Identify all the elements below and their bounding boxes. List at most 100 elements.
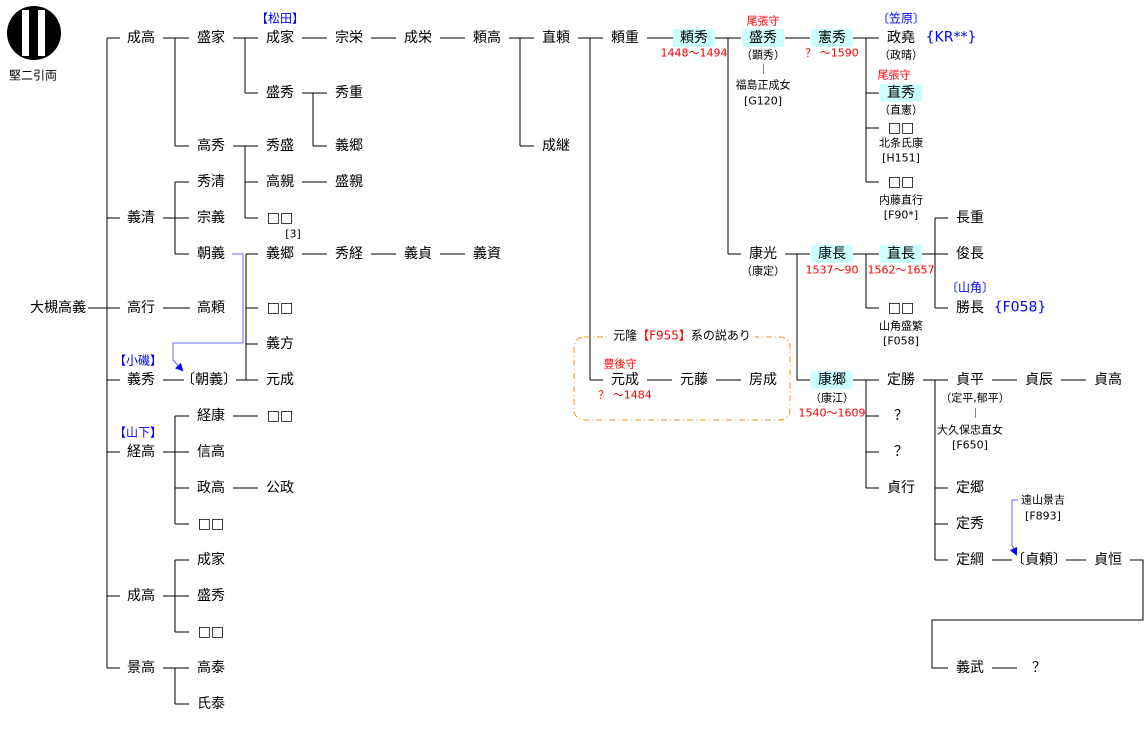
annotation-note: 尾張守 [877,68,911,82]
person-name: 義郷 [335,138,363,154]
person-name: 房成 [749,372,777,388]
annotation-note: 大久保忠直女 [937,423,1003,437]
person-name: 頼重 [611,30,639,46]
person-name: 康郷 [811,371,853,389]
person-name: 公政 [266,480,294,496]
annotation-note: 〔山角〕 [945,280,995,295]
person-name: □□ [887,300,915,316]
person-name: 定郷 [956,480,984,496]
person-name: 元成 [611,372,639,388]
person-name: 憲秀 [811,29,853,47]
annotation-note: [F058] [883,334,919,348]
person-name: 元藤 [680,372,708,388]
spouse-connector [763,64,764,74]
person-name: 義郷 [266,246,294,262]
annotation-note: 1540〜1609 [798,406,866,420]
person-name: 景高 [127,660,155,676]
alt-lineage-prefix: 元隆 [613,328,638,343]
person-name: 直秀 [880,84,922,102]
person-name: ？ [1032,660,1046,676]
person-name: 大槻高義 [30,300,86,316]
person-name: 信高 [197,444,225,460]
alt-lineage-suffix: 系の説あり [690,328,751,343]
person-name: 康光 [749,246,777,262]
person-name: 成高 [127,30,155,46]
person-name: 義清 [127,210,155,226]
person-name: 高行 [127,300,155,316]
annotation-note: 1537〜90 [805,263,859,277]
annotation-note: （定平,郁平） [940,391,1010,405]
person-name: 貞平 [956,372,984,388]
annotation-note: （康江） [810,391,854,405]
alt-lineage-note: 元隆【F955】系の説あり [609,328,755,343]
person-name: 成継 [542,138,570,154]
annotation-note: ？ 〜1484 [598,388,652,402]
annotation-note: [F893] [1025,509,1061,523]
annotation-note: 〔笠原〕 [876,11,926,26]
annotation-note: {KR**} [925,29,977,46]
person-name: 〔朝義〕 [181,372,237,388]
person-name: □□ [887,174,915,190]
person-name: □□ [266,408,294,424]
annotation-note: 豊後守 [603,357,637,371]
spouse-connector [975,408,976,418]
person-name: 成栄 [404,30,432,46]
person-name: 元成 [266,372,294,388]
annotation-note: 内藤直行 [879,193,923,207]
person-name: 成家 [266,30,294,46]
person-name: 盛親 [335,174,363,190]
person-name: 政高 [197,480,225,496]
person-name: 直長 [880,245,922,263]
person-name: 秀重 [335,85,363,101]
annotation-note: 1448〜1494 [660,46,728,60]
annotation-note: 【山下】 [113,425,163,440]
crest-icon [7,6,61,60]
person-name: 〔貞頼〕 [1011,552,1067,568]
person-name: 秀清 [197,174,225,190]
person-name: 勝長 [956,300,984,316]
annotation-note: [3] [285,227,301,241]
person-name: 盛秀 [197,588,225,604]
person-name: 貞高 [1094,372,1122,388]
person-name: 宗義 [197,210,225,226]
person-name: 盛家 [197,30,225,46]
person-name: 成家 [197,552,225,568]
person-name: □□ [197,516,225,532]
person-name: 直頼 [542,30,570,46]
annotation-note: {F058} [993,299,1047,316]
person-name: 経高 [127,444,155,460]
person-name: 義武 [956,660,984,676]
annotation-note: 遠山景吉 [1021,493,1065,507]
person-name: 秀経 [335,246,363,262]
annotation-note: [H151] [882,151,920,165]
person-name: 義方 [266,336,294,352]
person-name: 長重 [956,210,984,226]
person-name: 高秀 [197,138,225,154]
annotation-note: ？ 〜1590 [805,46,859,60]
person-name: ？ [894,444,908,460]
person-name: 定秀 [956,516,984,532]
person-name: □□ [887,120,915,136]
person-name: 頼秀 [673,29,715,47]
person-name: 康長 [811,245,853,263]
person-name: 盛秀 [266,85,294,101]
person-name: □□ [266,300,294,316]
person-name: 定勝 [887,372,915,388]
person-name: 高親 [266,174,294,190]
person-name: 貞行 [887,480,915,496]
annotation-note: 【小磯】 [113,353,163,368]
person-name: 氏泰 [197,696,225,712]
person-name: 高泰 [197,660,225,676]
annotation-note: （顕秀） [741,48,785,62]
annotation-note: [F650] [952,438,988,452]
person-name: 盛秀 [742,29,784,47]
person-name: 朝義 [197,246,225,262]
annotation-note: [G120] [743,94,783,108]
person-name: 高頼 [197,300,225,316]
person-name: ？ [894,408,908,424]
person-name: 頼高 [473,30,501,46]
alt-lineage-ref: 【F955】 [637,328,691,343]
crest-label: 堅二引両 [8,68,58,83]
annotation-note: （政晴） [879,48,923,62]
